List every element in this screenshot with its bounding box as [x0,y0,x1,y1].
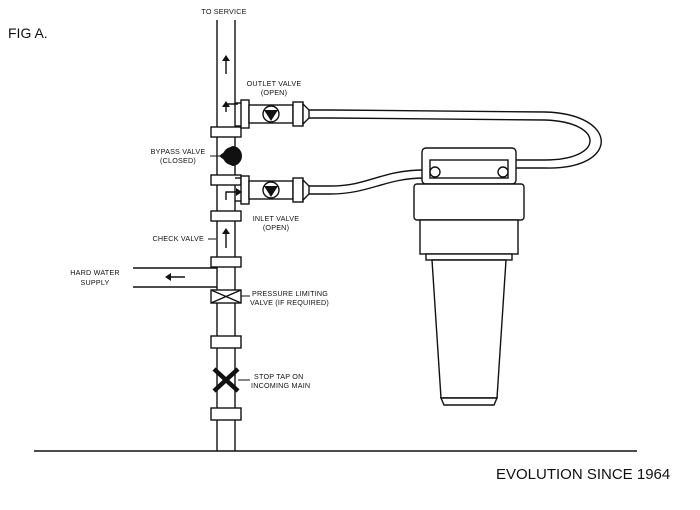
check-valve-label: CHECK VALVE [153,234,204,243]
flow-left-arrow-icon [165,273,185,281]
pipe-fittings [210,126,242,421]
stop-tap [212,367,250,393]
to-service-label: TO SERVICE [201,7,246,16]
bypass-valve [210,146,242,166]
hard-water-label-line1: HARD WATER [70,268,120,277]
outlet-valve-label-line1: OUTLET VALVE [247,79,302,88]
flow-up-arrow-icon [222,55,230,74]
check-valve [208,228,230,248]
hard-water-supply-pipe [133,267,217,288]
water-filter [413,147,525,406]
stop-tap-label-line2: INCOMING MAIN [251,381,310,390]
inlet-valve-label-line1: INLET VALVE [253,214,300,223]
figure-label: FIG A. [8,25,48,41]
pressure-valve-label-line1: PRESSURE LIMITING [252,289,328,298]
outlet-valve [235,99,330,129]
outlet-hose [329,109,602,169]
main-pipe [216,20,236,451]
flow-elbow-arrow-icon [222,101,238,112]
pressure-valve-label-line2: VALVE (IF REQUIRED) [250,298,329,307]
pressure-limiting-valve [210,289,250,304]
hard-water-label-line2: SUPPLY [80,278,109,287]
inlet-hose [329,169,426,195]
flow-elbow-arrow-icon [225,188,242,200]
flow-arrows [165,55,242,281]
bypass-valve-label-line2: (CLOSED) [160,156,196,165]
outlet-valve-label-line2: (OPEN) [261,88,287,97]
bypass-valve-label-line1: BYPASS VALVE [151,147,206,156]
stop-tap-label-line1: STOP TAP ON [254,372,303,381]
footer-text: EVOLUTION SINCE 1964 [496,466,670,483]
inlet-valve [235,175,330,205]
inlet-valve-label-line2: (OPEN) [263,223,289,232]
